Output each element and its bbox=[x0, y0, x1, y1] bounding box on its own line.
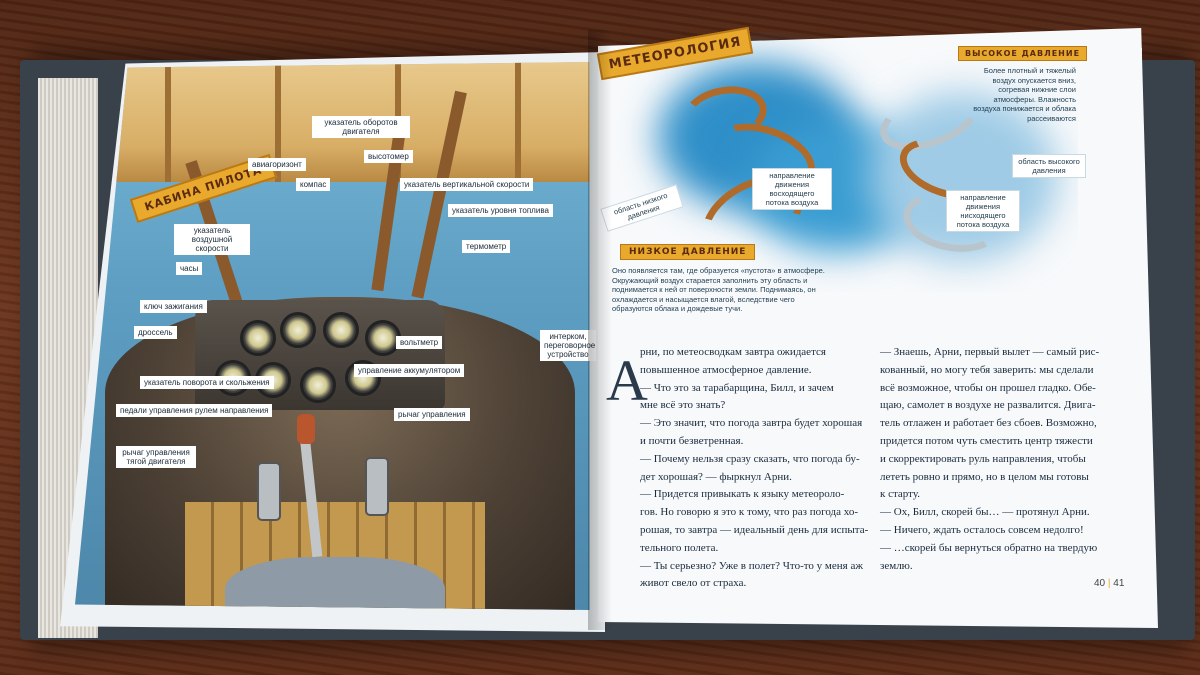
story-line: повышенное атмосферное давление. bbox=[640, 363, 812, 376]
story-line: рошая, то завтра — идеальный день для ис… bbox=[640, 523, 869, 536]
high-pressure-text: Более плотный и тяжелый воздух опускаетс… bbox=[973, 66, 1076, 123]
story-line: мне всё это знать? bbox=[640, 399, 726, 412]
low-pressure-text: Оно появляется там, где образуется «пуст… bbox=[612, 266, 825, 313]
story-line: — Знаешь, Арни, первый вылет — самый рис… bbox=[880, 346, 1100, 358]
story-line: рни, по метеосводкам завтра ожидается bbox=[640, 346, 826, 358]
story-line: тельного полета. bbox=[640, 541, 719, 554]
story-line: землю. bbox=[880, 559, 913, 572]
story-column-2: — Знаешь, Арни, первый вылет — самый рис… bbox=[880, 344, 1110, 575]
gauge bbox=[300, 367, 336, 403]
story-line: — …скорей бы вернуться обратно на тверду… bbox=[880, 541, 1098, 554]
story-line: — Почему нельзя сразу сказать, что погод… bbox=[640, 452, 860, 465]
story-line: — Ты серьезно? Уже в полет? Что-то у мен… bbox=[640, 559, 863, 572]
page-numbers: 40 | 41 bbox=[1094, 578, 1124, 589]
high-pressure-title: ВЫСОКОЕ ДАВЛЕНИЕ bbox=[958, 46, 1088, 61]
low-pressure-title: НИЗКОЕ ДАВЛЕНИЕ bbox=[620, 244, 756, 260]
control-stick-grip bbox=[297, 414, 315, 444]
label-compass: компас bbox=[296, 178, 331, 191]
label-horizon: авиагоризонт bbox=[248, 158, 306, 171]
label-airspeed: указатель воздушной скорости bbox=[174, 224, 250, 255]
label-thermometer: термометр bbox=[462, 240, 511, 253]
story-line: тель отлажен и работает без сбоев. Возмо… bbox=[880, 417, 1097, 430]
label-voltmeter: вольтметр bbox=[396, 336, 443, 349]
story-line: — Придется привыкать к языку метеороло- bbox=[640, 488, 845, 501]
cockpit-illustration bbox=[75, 62, 590, 610]
label-battery: управление аккумулятором bbox=[354, 364, 465, 377]
story-line: щаю, самолет в воздухе не развалится. Дв… bbox=[880, 399, 1096, 412]
sinking-flow-label: направление движения нисходящего потока … bbox=[946, 190, 1020, 232]
story-line: гов. Но говорю я это к тому, что раз пог… bbox=[640, 506, 859, 519]
label-altimeter: высотомер bbox=[364, 150, 413, 163]
label-rpm: указатель оборотов двигателя bbox=[312, 116, 410, 138]
story-line: — Это значит, что погода завтра будет хо… bbox=[640, 417, 863, 430]
wing-rib bbox=[515, 62, 521, 182]
page-number-separator: | bbox=[1107, 578, 1111, 589]
story-column-1: рни, по метеосводкам завтра ожидается пов… bbox=[640, 344, 876, 593]
label-vsi: указатель вертикальной скорости bbox=[400, 178, 534, 191]
story-line: — Что это за тарабарщина, Билл, и зачем bbox=[640, 381, 834, 394]
book-spine bbox=[588, 30, 618, 630]
story-line: — Ох, Билл, скорей бы… — протянул Арни. bbox=[880, 506, 1090, 519]
label-turn-slip: указатель поворота и скольжения bbox=[140, 376, 274, 389]
label-intercom: интерком, переговорное устройство bbox=[540, 330, 596, 361]
page-number-right: 41 bbox=[1113, 578, 1125, 589]
story-line: дет хорошая? — фыркнул Арни. bbox=[640, 470, 792, 483]
story-line: всё возможное, чтобы он прошел гладко. О… bbox=[880, 381, 1096, 394]
rudder-pedal bbox=[365, 457, 389, 516]
wing-rib bbox=[165, 62, 171, 182]
label-fuel: указатель уровня топлива bbox=[448, 204, 553, 217]
label-choke: дроссель bbox=[134, 326, 177, 339]
high-pressure-area-label: область высокого давления bbox=[1012, 154, 1086, 178]
story-line: кованный, но могу тебя заверить: мы сдел… bbox=[880, 363, 1094, 376]
label-clock: часы bbox=[176, 262, 203, 275]
label-rudder: педали управления рулем направления bbox=[116, 404, 273, 417]
gauge bbox=[280, 312, 316, 348]
page-number-left: 40 bbox=[1094, 578, 1106, 589]
story-line: к старту. bbox=[880, 488, 920, 501]
label-ignition: ключ зажигания bbox=[140, 300, 207, 313]
rising-flow-label: направление движения восходящего потока … bbox=[752, 168, 832, 210]
drop-cap: А bbox=[606, 348, 648, 413]
story-line: придется потом чуть сместить центр тяжес… bbox=[880, 434, 1093, 447]
label-stick: рычаг управления bbox=[394, 408, 470, 421]
pilot-seat bbox=[225, 557, 445, 610]
story-line: и скорректировать руль направления, чтоб… bbox=[880, 452, 1086, 465]
gauge bbox=[240, 320, 276, 356]
story-line: — Ничего, ждать осталось совсем недолго! bbox=[880, 523, 1084, 536]
label-throttle: рычаг управления тягой двигателя bbox=[116, 446, 196, 468]
story-line: и почти безветренная. bbox=[640, 434, 744, 447]
story-line: живот свело от страха. bbox=[640, 577, 747, 590]
gauge bbox=[323, 312, 359, 348]
rudder-pedal bbox=[257, 462, 281, 521]
story-line: лететь ровно и прямо, но в целом мы гото… bbox=[880, 470, 1089, 483]
wing-rib bbox=[275, 62, 281, 182]
